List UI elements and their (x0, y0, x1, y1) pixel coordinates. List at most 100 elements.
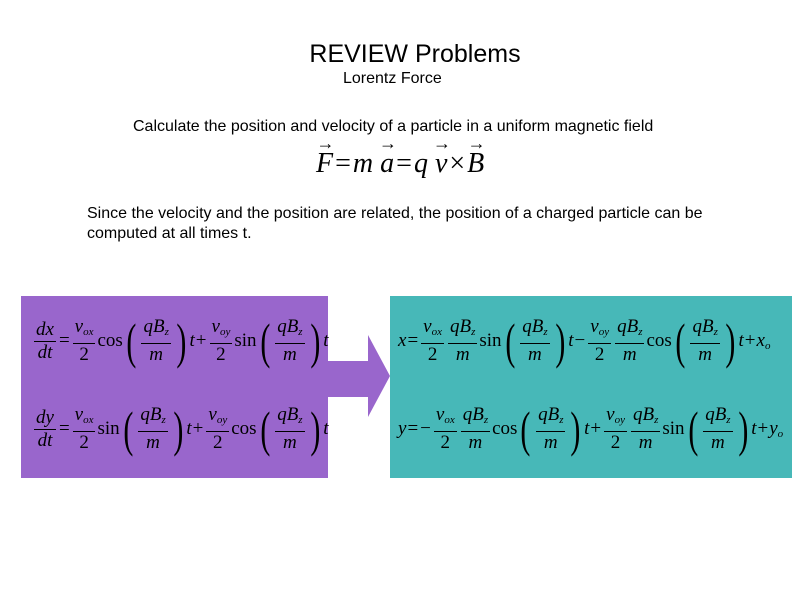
operator: = (407, 330, 419, 351)
variable: t (751, 418, 757, 439)
cross-product: × (449, 148, 466, 179)
denominator: 2 (216, 344, 226, 365)
numerator: qBz (536, 404, 566, 432)
lorentz-force-equation: F=m a=q v×B (316, 148, 484, 180)
denominator: m (622, 344, 637, 365)
variable: x (398, 330, 407, 351)
variable: t (323, 418, 329, 439)
numerator: qBz (703, 404, 733, 432)
variable: t (738, 330, 744, 351)
denominator: dt (37, 429, 53, 451)
right-arrow-icon (328, 335, 390, 417)
numerator: qBz (460, 404, 491, 432)
numerator: voy (206, 404, 230, 432)
denominator: m (283, 432, 297, 453)
velocity-equations-box (21, 296, 328, 478)
denominator: 2 (440, 432, 451, 453)
function-name: cos (492, 418, 518, 439)
denominator: 2 (79, 432, 89, 453)
numerator: qBz (690, 316, 720, 344)
numerator: qBz (138, 404, 168, 432)
denominator: m (146, 432, 160, 453)
numerator: voy (209, 316, 233, 344)
denominator: m (455, 344, 470, 365)
numerator: qBz (275, 404, 305, 432)
equals: = (335, 148, 351, 179)
page-title: REVIEW Problems (309, 40, 521, 68)
mass: m (352, 148, 374, 179)
numerator: qBz (275, 316, 305, 344)
denominator: m (468, 432, 483, 453)
denominator: m (543, 432, 558, 453)
denominator: m (638, 432, 653, 453)
function-name: cos (97, 330, 123, 351)
denominator: m (711, 432, 725, 453)
acceleration-vector: a (380, 148, 394, 180)
variable: t (323, 330, 329, 351)
denominator: m (283, 344, 297, 365)
charge: q (413, 148, 428, 179)
numerator: qBz (141, 316, 171, 344)
variable: t (189, 330, 195, 351)
operator: + (757, 418, 769, 439)
function-name: sin (97, 418, 120, 439)
numerator: vox (433, 404, 457, 432)
operator: = (407, 418, 419, 439)
numerator: vox (421, 316, 444, 344)
variable: t (584, 418, 590, 439)
numerator: voy (604, 404, 627, 432)
variable: xo (756, 330, 771, 352)
velocity-vector: v (435, 148, 447, 180)
numerator: dx (34, 318, 56, 342)
operator: + (744, 330, 756, 351)
denominator: 2 (79, 344, 89, 365)
denominator: dt (37, 341, 53, 363)
numerator: qBz (615, 316, 645, 344)
intro-text: Calculate the position and velocity of a… (133, 118, 654, 135)
operator: + (195, 330, 207, 351)
variable: t (186, 418, 192, 439)
denominator: 2 (610, 432, 621, 453)
page-subtitle: Lorentz Force (343, 70, 442, 87)
numerator: dy (34, 406, 56, 430)
function-name: cos (646, 330, 672, 351)
denominator: m (698, 344, 713, 365)
operator: − (420, 418, 431, 439)
variable: y (398, 418, 407, 439)
position-equations-box (390, 296, 792, 478)
function-name: sin (234, 330, 257, 351)
numerator: qBz (447, 316, 478, 344)
denominator: m (528, 344, 542, 365)
denominator: 2 (213, 432, 223, 453)
operator: = (58, 330, 70, 351)
variable: yo (769, 418, 784, 440)
